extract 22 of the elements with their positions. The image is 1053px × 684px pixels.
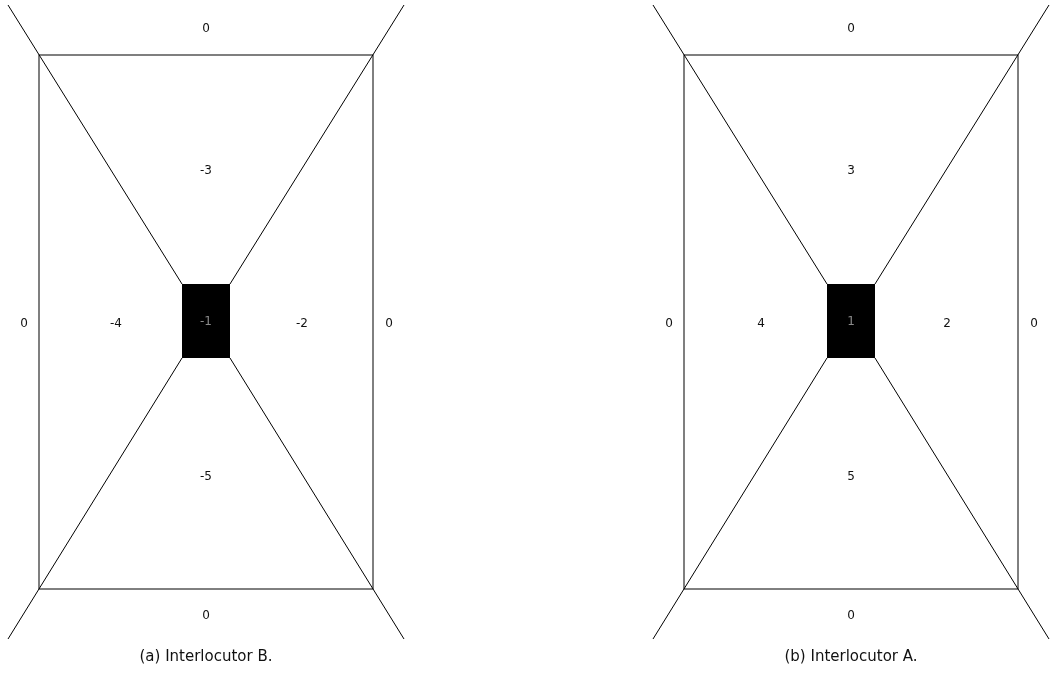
region-value: 1	[847, 314, 855, 328]
region-value: 0	[1030, 316, 1038, 330]
region-value: 0	[20, 316, 28, 330]
panel-caption: (a) Interlocutor B.	[139, 647, 273, 665]
region-value: -3	[200, 163, 212, 177]
center-block	[827, 284, 875, 358]
region-value: 0	[847, 608, 855, 622]
region-value: -1	[200, 314, 212, 328]
region-value: -5	[200, 469, 212, 483]
region-value: -2	[296, 316, 308, 330]
region-value: 4	[757, 316, 765, 330]
region-value: 0	[202, 21, 210, 35]
region-value: 0	[385, 316, 393, 330]
center-block	[182, 284, 230, 358]
region-value: 2	[943, 316, 951, 330]
region-value: 0	[847, 21, 855, 35]
region-value: 3	[847, 163, 855, 177]
region-value: 5	[847, 469, 855, 483]
panel-caption: (b) Interlocutor A.	[784, 647, 918, 665]
region-value: 0	[202, 608, 210, 622]
region-value: 0	[665, 316, 673, 330]
region-value: -4	[110, 316, 122, 330]
